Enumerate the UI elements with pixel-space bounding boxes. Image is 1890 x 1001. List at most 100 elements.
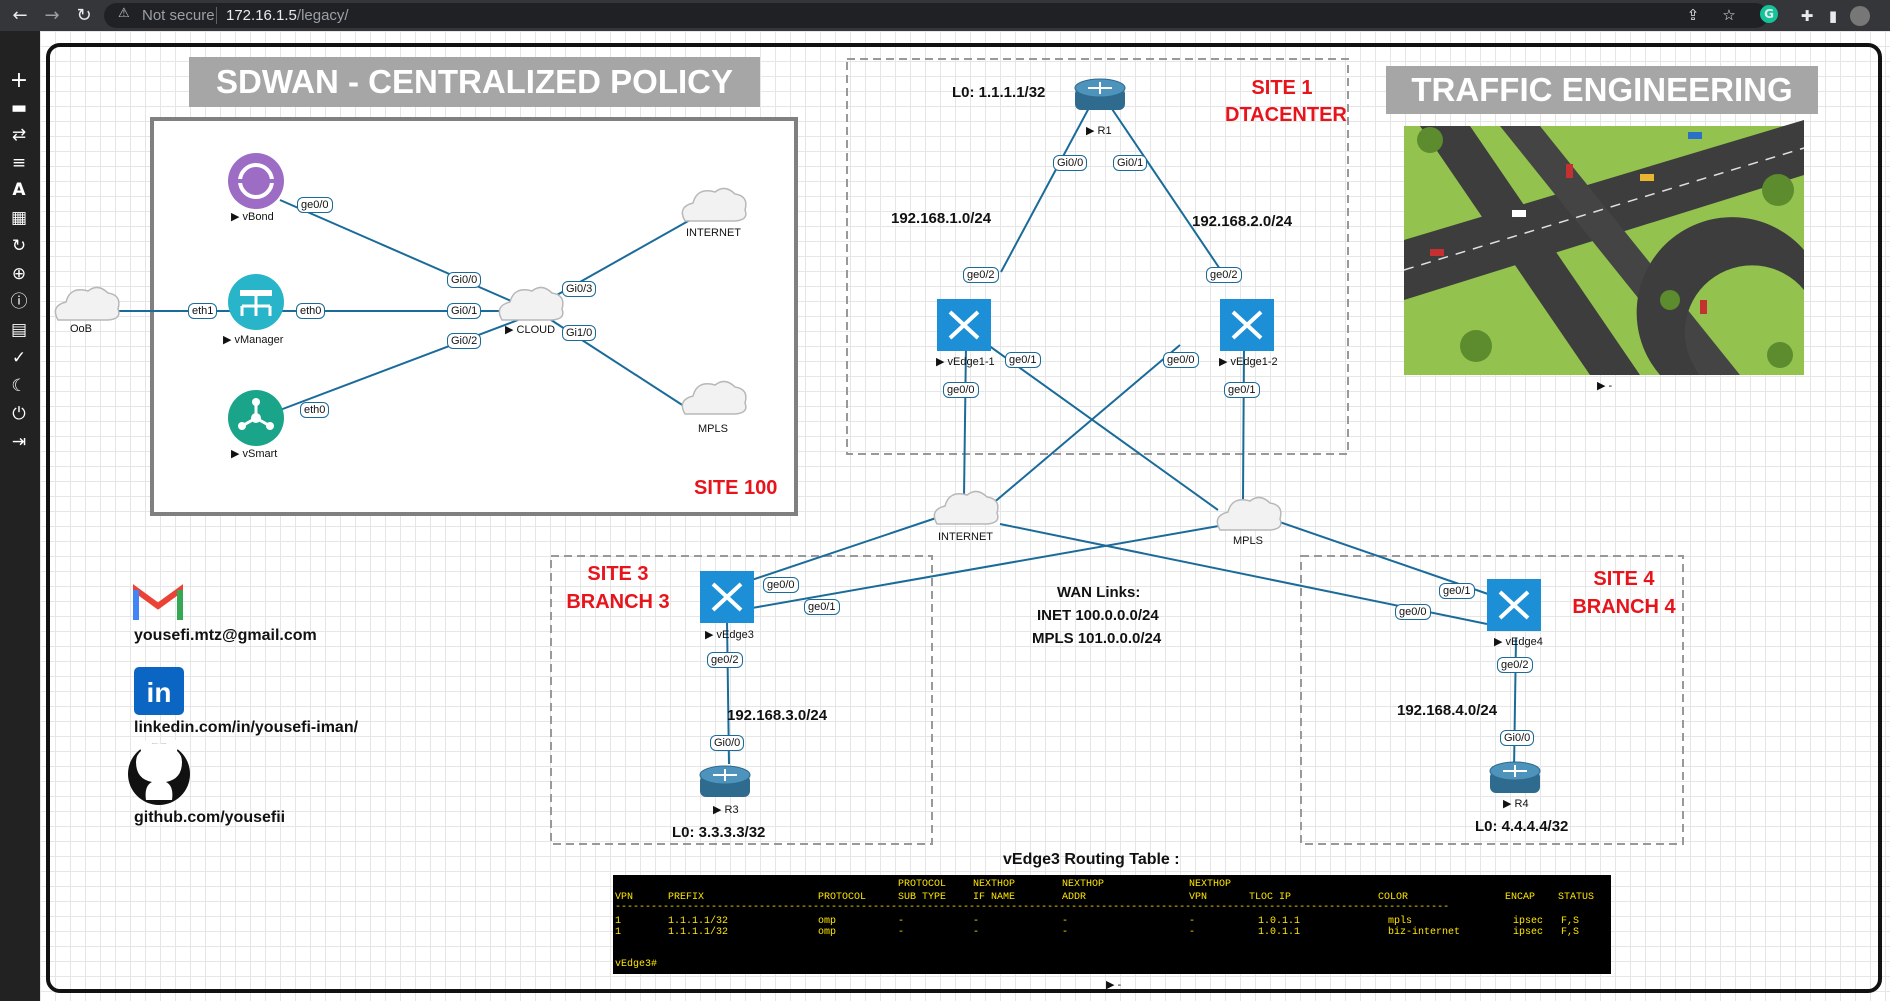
hdr-encap: ENCAP (1505, 892, 1536, 903)
vedge-arrows (711, 310, 1530, 620)
port-vedge1-2-ge0-0: ge0/0 (1163, 352, 1199, 368)
row2-if-name: - (973, 927, 980, 938)
port-r1-gi0-1: Gi0/1 (1113, 155, 1148, 171)
logout-icon[interactable]: ⇥ (11, 432, 27, 452)
grid-icon[interactable]: ▦ (10, 208, 28, 228)
vbond-label[interactable]: ▶ vBond (231, 211, 274, 223)
image-caption[interactable]: ▶ - (1597, 380, 1613, 392)
port-vedge4-ge0-1: ge0/1 (1439, 583, 1475, 599)
row1-status: F,S (1561, 916, 1580, 927)
text-icon[interactable]: A (12, 180, 26, 200)
vedge3-label[interactable]: ▶ vEdge3 (705, 629, 754, 641)
power-icon[interactable]: ⏻ (12, 404, 26, 424)
vedge4-label[interactable]: ▶ vEdge4 (1494, 636, 1543, 648)
row2-protocol: omp (818, 927, 837, 938)
r4-label[interactable]: ▶ R4 (1503, 798, 1529, 810)
r1-label[interactable]: ▶ R1 (1086, 125, 1112, 137)
hdr-nexthop-vpn-top: NEXTHOP (1189, 879, 1232, 890)
hdr-vpn2: VPN (1189, 892, 1208, 903)
vedge1-2-label[interactable]: ▶ vEdge1-2 (1219, 356, 1278, 368)
row1-sub-type: - (898, 916, 905, 927)
port-vedge4-ge0-0: ge0/0 (1395, 604, 1431, 620)
row2-status: F,S (1561, 927, 1580, 938)
port-cloud-gi0-3: Gi0/3 (562, 281, 597, 297)
list-icon[interactable]: ≡ (11, 153, 27, 173)
refresh-icon[interactable]: ↻ (11, 236, 27, 256)
forward-icon[interactable]: → (44, 5, 60, 26)
port-r4-gi0-0: Gi0/0 (1500, 730, 1535, 746)
router-r1 (1074, 78, 1126, 110)
subnet-192-168-2: 192.168.2.0/24 (1192, 213, 1293, 230)
r3-label[interactable]: ▶ R3 (713, 804, 739, 816)
subnet-192-168-3: 192.168.3.0/24 (727, 707, 828, 724)
check-icon[interactable]: ✓ (11, 348, 27, 368)
routing-table-title: vEdge3 Routing Table : (1003, 851, 1180, 868)
internet-top-label[interactable]: INTERNET (686, 227, 741, 239)
vsmart-label[interactable]: ▶ vSmart (231, 448, 278, 460)
hdr-status: STATUS (1558, 892, 1595, 903)
extensions-icon[interactable]: ✚ (1800, 7, 1814, 25)
port-vedge3-ge0-1: ge0/1 (804, 599, 840, 615)
r4-name: R4 (1514, 798, 1529, 810)
github-text: github.com/yousefii (134, 809, 286, 826)
tool-sidebar: + ▬ ⇄ ≡ A ▦ ↻ ⊕ ⓘ ▤ ✓ ☾ ⏻ ⇥ (0, 31, 40, 1001)
hdr-tloc-ip: TLOC IP (1249, 892, 1292, 903)
row1-addr: - (1062, 916, 1069, 927)
hdr-nexthop-if-top: NEXTHOP (973, 879, 1016, 890)
hdr-sub-type: SUB TYPE (898, 892, 947, 903)
port-vedge1-2-ge0-2: ge0/2 (1206, 267, 1242, 283)
cloud-name: CLOUD (516, 324, 556, 336)
url-text[interactable]: 172.16.1.5/legacy/ (226, 7, 349, 24)
port-vedge3-ge0-2: ge0/2 (707, 652, 743, 668)
profile-avatar[interactable] (1850, 6, 1870, 26)
subnet-192-168-1: 192.168.1.0/24 (891, 210, 992, 227)
port-r1-gi0-0: Gi0/0 (1053, 155, 1088, 171)
grammarly-icon[interactable]: G (1760, 5, 1778, 23)
port-vedge1-2-ge0-1: ge0/1 (1224, 382, 1260, 398)
sidepanel-icon[interactable]: ▮ (1828, 7, 1838, 25)
internet-label[interactable]: INTERNET (938, 531, 993, 543)
row2-sub-type: - (898, 927, 905, 938)
images-icon[interactable]: ▬ (10, 98, 28, 118)
info-icon[interactable]: ⓘ (10, 292, 28, 312)
clouds (54, 187, 1282, 531)
share-icon[interactable]: ⇪ (1686, 6, 1700, 24)
site1-sublabel: DTACENTER (1225, 104, 1347, 126)
site4-label: SITE 4 (1593, 568, 1655, 590)
address-bar[interactable]: ⚠ Not secure 172.16.1.5/legacy/ ⇪ ☆ (104, 3, 1768, 28)
port-vmanager-eth1: eth1 (188, 303, 218, 319)
cloud-label[interactable]: ▶ CLOUD (505, 324, 556, 336)
port-vedge3-ge0-0: ge0/0 (763, 577, 799, 593)
back-icon[interactable]: ← (12, 5, 28, 26)
port-vedge1-1-ge0-2: ge0/2 (963, 267, 999, 283)
add-node-icon[interactable]: + (9, 68, 29, 93)
highway-image (1403, 120, 1805, 375)
table-caption[interactable]: ▶ - (1106, 979, 1122, 991)
port-cloud-gi0-0: Gi0/0 (447, 272, 482, 288)
zoom-icon[interactable]: ⊕ (11, 264, 27, 284)
reload-icon[interactable]: ↻ (76, 5, 92, 26)
dark-mode-icon[interactable]: ☾ (11, 376, 27, 396)
port-cloud-gi1-0: Gi1/0 (562, 325, 597, 341)
row1-tloc-ip: 1.0.1.1 (1258, 916, 1301, 927)
bookmark-star-icon[interactable]: ☆ (1722, 6, 1736, 24)
notes-icon[interactable]: ▤ (10, 320, 28, 340)
vmanager-label[interactable]: ▶ vManager (223, 334, 284, 346)
row2-encap: ipsec (1513, 927, 1544, 938)
hdr-prefix: PREFIX (668, 892, 705, 903)
vedge1-1-label[interactable]: ▶ vEdge1-1 (936, 356, 995, 368)
row2-tloc-ip: 1.0.1.1 (1258, 927, 1301, 938)
mpls-label[interactable]: MPLS (1233, 535, 1263, 547)
port-vedge4-ge0-2: ge0/2 (1497, 657, 1533, 673)
warning-icon: ⚠ (118, 6, 130, 21)
oob-label[interactable]: OoB (70, 323, 93, 335)
mpls-top-label[interactable]: MPLS (698, 423, 728, 435)
connect-icon[interactable]: ⇄ (11, 125, 27, 145)
image-caption-text: - (1608, 380, 1613, 392)
vedge1-1-name: vEdge1-1 (947, 356, 995, 368)
routing-table-terminal[interactable]: PROTOCOL NEXTHOP NEXTHOP NEXTHOP VPN PRE… (613, 875, 1611, 974)
r1-name: R1 (1097, 125, 1112, 137)
hdr-color: COLOR (1378, 892, 1409, 903)
row2-vpn: 1 (615, 927, 622, 938)
